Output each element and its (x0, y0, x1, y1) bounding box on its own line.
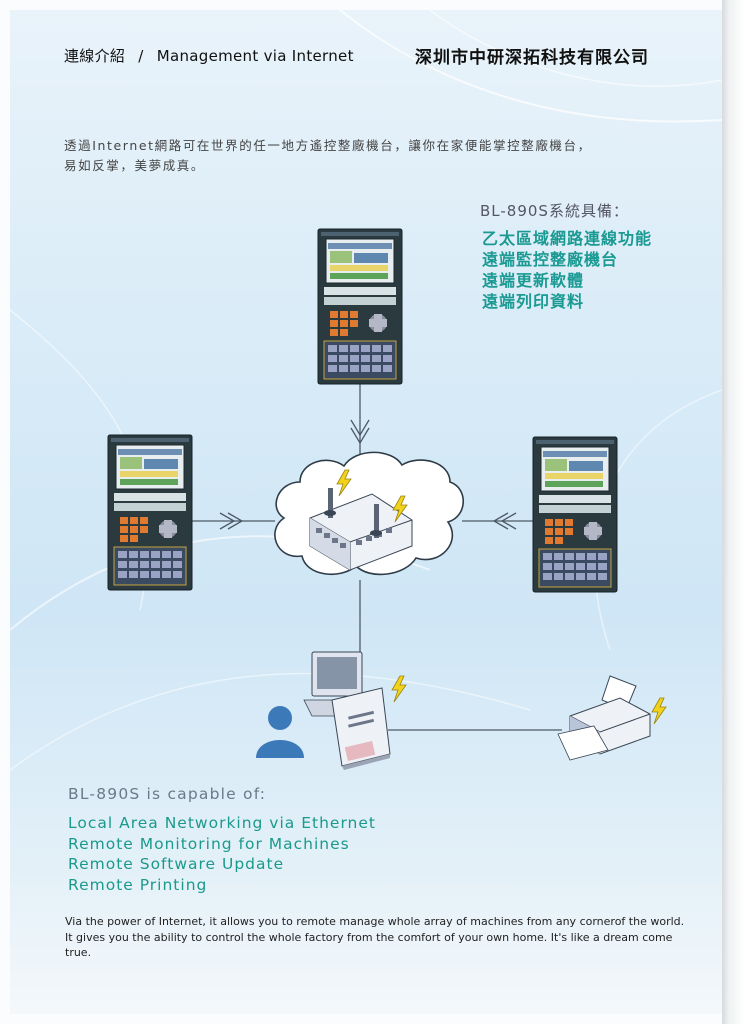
header-title: 連線介紹 / Management via Internet (64, 45, 354, 66)
computer-icon (303, 651, 391, 770)
intro-line-1: 透過Internet網路可在世界的任一地方遙控整廠機台，讓你在家便能掌控整廠機台… (64, 138, 592, 153)
features-cn-item: 遠端更新軟體 (482, 271, 585, 290)
features-en-title: BL-890S is capable of: (68, 785, 267, 803)
features-cn-title: BL-890S系統具備： (480, 202, 629, 220)
printer-icon (557, 675, 651, 761)
features-cn-item: 遠端監控整廠機台 (482, 250, 619, 269)
header-separator: / (138, 47, 144, 65)
features-cn-item: 遠端列印資料 (482, 292, 585, 311)
footer-paragraph: Via the power of Internet, it allows you… (65, 915, 685, 959)
controller-panel-icon (107, 434, 193, 591)
intro-text-cn: 透過Internet網路可在世界的任一地方遙控整廠機台，讓你在家便能掌控整廠機台… (64, 136, 674, 176)
lightning-icon (391, 675, 407, 703)
features-en-item: Remote Monitoring for Machines (68, 834, 350, 853)
header-title-cn: 連線介紹 (64, 47, 126, 65)
header-title-en: Management via Internet (156, 47, 354, 65)
network-diagram (107, 228, 667, 770)
controller-panel-icon (317, 228, 403, 385)
features-en-item: Remote Software Update (68, 855, 285, 873)
user-icon (256, 706, 304, 758)
features-cn-item: 乙太區域網路連線功能 (482, 229, 653, 248)
features-en-item: Remote Printing (68, 875, 208, 894)
features-en-list: Local Area Networking via Ethernet Remot… (68, 813, 376, 895)
intro-line-2: 易如反掌，美夢成真。 (64, 158, 206, 173)
page-edge (722, 0, 744, 1024)
brochure-page: 連線介紹 / Management via Internet 深圳市中研深拓科技… (10, 10, 722, 1014)
router-icon (309, 488, 413, 571)
lightning-icon (651, 697, 667, 725)
connection-lines (192, 384, 562, 731)
company-name: 深圳市中研深拓科技有限公司 (415, 48, 649, 68)
controller-panel-icon (532, 436, 618, 593)
features-cn-list: 乙太區域網路連線功能 遠端監控整廠機台 遠端更新軟體 遠端列印資料 (482, 228, 652, 312)
features-en-item: Local Area Networking via Ethernet (68, 814, 376, 832)
